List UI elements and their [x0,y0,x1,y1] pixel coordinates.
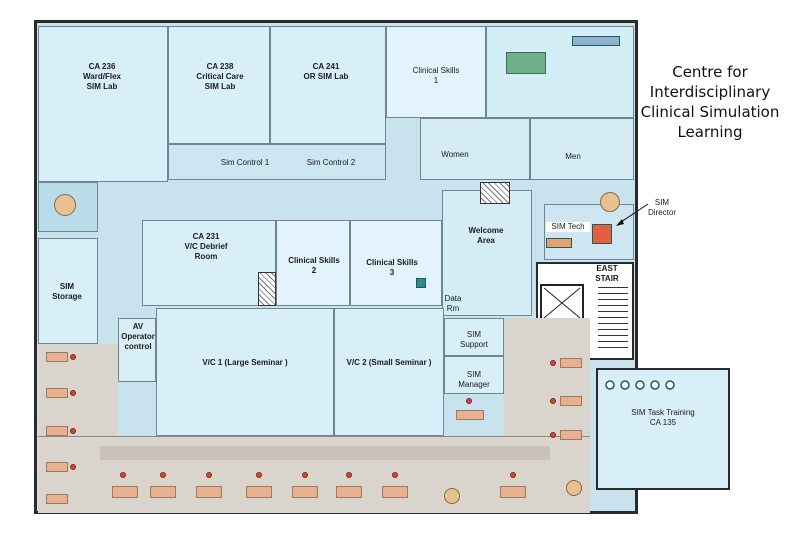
room-women [420,118,530,180]
chair [302,472,308,478]
office-band-east [504,318,590,436]
desk [46,462,68,472]
chair [120,472,126,478]
chair [70,390,76,396]
desk [292,486,318,498]
room-ca236 [38,26,168,182]
equipment-clinical3 [416,278,426,288]
room-task-training [596,368,730,490]
corridor-south [100,446,550,460]
room-ca231 [142,220,276,306]
round-table-south [444,488,460,504]
room-clinical-skills-2 [276,220,350,306]
desk [382,486,408,498]
equipment-sim-director [592,224,612,244]
chair [550,432,556,438]
room-sim-manager [444,356,504,394]
chair [70,428,76,434]
label-vc1: V/C 1 (Large Seminar ) [202,358,288,367]
label-women: Women [441,150,469,159]
desk [560,396,582,406]
task-training-stools [604,378,684,390]
room-men [530,118,634,180]
desk [112,486,138,498]
sim-director-arrow [616,203,649,226]
desk [456,410,484,420]
desk [46,352,68,362]
equipment-sim-tech [546,238,572,248]
page-title: Centre for Interdisciplinary Clinical Si… [640,63,780,141]
desk [560,430,582,440]
sofa-lounge [572,36,620,46]
room-clinical-skills-1 [386,26,486,118]
chair [510,472,516,478]
round-table-east [566,480,582,496]
chair [160,472,166,478]
chair [256,472,262,478]
desk [46,494,68,504]
elevator-shaft [540,284,584,322]
elevator-box-1 [258,272,276,306]
room-sim-storage [38,238,98,344]
desk [196,486,222,498]
round-table-simdirector [600,192,620,212]
elevator-box-2 [480,182,510,204]
chair [346,472,352,478]
room-vc1 [156,308,334,436]
label-sim-tech: SIM Tech [546,222,590,232]
chair [550,398,556,404]
room-ca241 [270,26,386,144]
chair [550,360,556,366]
room-ca238 [168,26,270,144]
room-sim-support [444,318,504,356]
room-av-operator [118,318,156,382]
room-vc2 [334,308,444,436]
chair [206,472,212,478]
desk [46,388,68,398]
label-sim-control-2: Sim Control 2 [306,158,356,167]
stair-steps [598,282,628,352]
desk [560,358,582,368]
room-welcome [442,190,532,316]
desk [336,486,362,498]
label-vc2: V/C 2 (Small Seminar ) [346,358,432,367]
room-clinical-skills-3 [350,220,442,306]
desk [150,486,176,498]
bed-lounge [506,52,546,74]
room-sim-tech [544,204,634,260]
chair [70,354,76,360]
chair [466,398,472,404]
chair [392,472,398,478]
room-sim-control [168,144,386,180]
desk [500,486,526,498]
desk [246,486,272,498]
chair [70,464,76,470]
round-table-west [54,194,76,216]
label-men: Men [565,152,581,161]
desk [46,426,68,436]
label-sim-control-1: Sim Control 1 [220,158,270,167]
